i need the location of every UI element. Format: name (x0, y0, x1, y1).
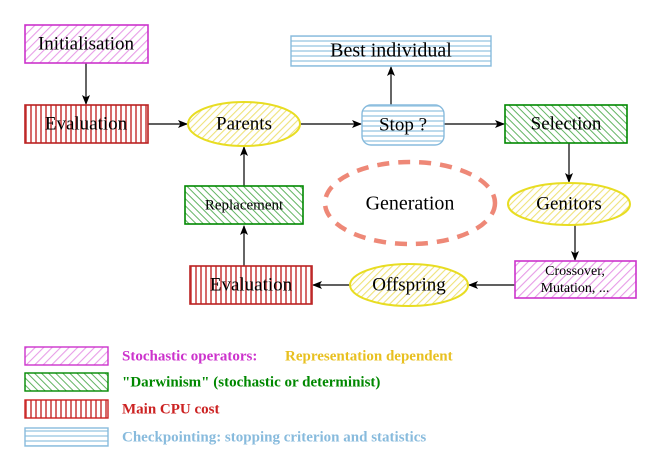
stop-box[interactable] (361, 104, 445, 146)
crossover-label-line2: Mutation, ... (541, 281, 610, 296)
legend-swatch-green (24, 372, 109, 392)
legend-swatch-blue (24, 427, 109, 447)
parents-label: Parents (216, 113, 272, 134)
node-parents[interactable]: Parents (187, 101, 301, 147)
legend-swatch-red (24, 399, 109, 419)
legend-label-darwinism: "Darwinism" (stochastic or determinist) (122, 374, 380, 390)
stop-label: Stop ? (379, 114, 427, 135)
node-replacement[interactable]: Replacement (184, 185, 304, 225)
offspring-ellipse[interactable] (349, 263, 469, 307)
diagram-edges (82, 63, 579, 289)
best-individual-box[interactable] (290, 35, 492, 67)
replacement-label: Replacement (205, 197, 284, 213)
evaluation-top-box[interactable] (24, 104, 149, 144)
legend-label-stochastic-operators: Stochastic operators: (122, 348, 257, 364)
node-selection[interactable]: Selection (504, 104, 628, 144)
node-evaluation-bottom[interactable]: Evaluation (189, 265, 313, 305)
offspring-label: Offspring (372, 274, 446, 295)
genitors-ellipse[interactable] (507, 182, 631, 226)
legend-swatch-magenta (24, 346, 109, 366)
node-best-individual[interactable]: Best individual (290, 35, 492, 67)
legend-item-checkpointing: Checkpointing: stopping criterion and st… (24, 427, 426, 447)
node-offspring[interactable]: Offspring (349, 263, 469, 307)
genitors-label: Genitors (536, 193, 601, 214)
legend: Stochastic operators: Representation dep… (24, 346, 453, 447)
selection-label: Selection (531, 113, 602, 134)
node-initialisation[interactable]: Initialisation (24, 24, 149, 64)
initialisation-label: Initialisation (38, 33, 135, 54)
legend-label-checkpointing: Checkpointing: stopping criterion and st… (122, 429, 426, 445)
crossover-mutation-box[interactable] (514, 260, 637, 299)
initialisation-box[interactable] (24, 24, 149, 64)
evaluation-bottom-box[interactable] (189, 265, 313, 305)
replacement-box[interactable] (184, 185, 304, 225)
node-crossover-mutation[interactable]: Crossover, Mutation, ... (514, 260, 637, 299)
legend-label-main-cpu-cost: Main CPU cost (122, 401, 220, 417)
legend-item-stochastic-operators: Stochastic operators: Representation dep… (24, 346, 453, 366)
node-generation: Generation (322, 159, 498, 247)
best-individual-label: Best individual (330, 40, 452, 62)
node-genitors[interactable]: Genitors (507, 182, 631, 226)
parents-ellipse[interactable] (187, 101, 301, 147)
crossover-label-line1: Crossover, (545, 264, 605, 279)
legend-label-representation-dependent: Representation dependent (285, 348, 453, 364)
generation-ellipse (322, 159, 498, 247)
evaluation-top-label: Evaluation (45, 113, 128, 134)
legend-item-darwinism: "Darwinism" (stochastic or determinist) (24, 372, 380, 392)
node-stop[interactable]: Stop ? (361, 104, 445, 146)
evaluation-bottom-label: Evaluation (210, 274, 293, 295)
legend-item-main-cpu-cost: Main CPU cost (24, 399, 220, 419)
node-evaluation-top[interactable]: Evaluation (24, 104, 149, 144)
generation-label: Generation (366, 193, 455, 215)
selection-box[interactable] (504, 104, 628, 144)
